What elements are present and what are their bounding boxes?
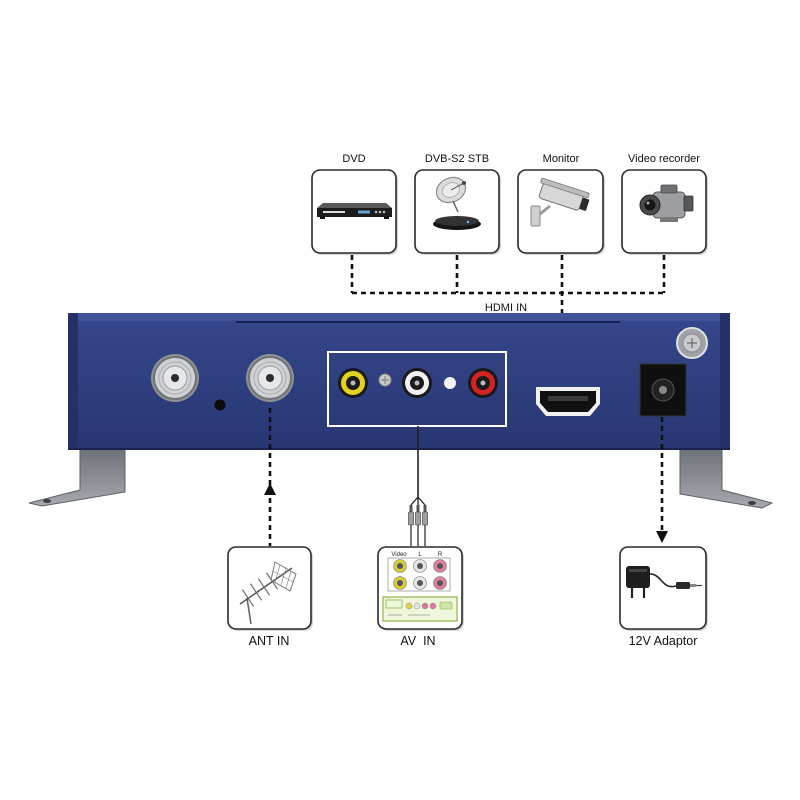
input-av-in: Video L R AV IN (377, 546, 464, 648)
av-jack-panel-icon: Video L R (382, 552, 458, 622)
av-cable (408, 426, 428, 546)
camcorder-icon (639, 184, 694, 222)
power-connection-line (656, 417, 668, 543)
input-label-av: AV IN (400, 634, 435, 648)
av-label-left: L (418, 552, 422, 558)
satellite-receiver-icon (433, 176, 481, 230)
source-label-stb: DVB-S2 STB (425, 153, 489, 165)
input-label-ant: ANT IN (249, 634, 290, 648)
rca-plug-video (408, 505, 414, 546)
converter-device (68, 313, 730, 450)
rca-audio-left-jack (402, 368, 432, 398)
source-dvd: DVD (311, 153, 398, 255)
cctv-camera-icon (530, 177, 590, 227)
ground-screw-icon (676, 327, 708, 359)
ir-window (444, 377, 456, 389)
rca-plug-right (422, 505, 428, 546)
source-dvb-s2-stb: DVB-S2 STB (414, 153, 501, 255)
mounting-bracket-left (28, 447, 126, 507)
input-ant-in: ANT IN (227, 546, 313, 648)
power-adaptor-icon (626, 566, 702, 598)
ant-arrow-icon (264, 483, 276, 495)
ant-connection-line (264, 408, 276, 546)
input-label-adaptor: 12V Adaptor (629, 634, 698, 648)
antenna-icon (239, 561, 297, 625)
rca-video-jack (338, 368, 368, 398)
power-arrow-icon (656, 531, 668, 543)
dvd-player-icon (317, 203, 392, 219)
hdmi-in-label: HDMI IN (485, 302, 527, 314)
av-label-video: Video (391, 552, 407, 558)
source-monitor: Monitor (517, 153, 605, 255)
input-box-ant (227, 546, 312, 630)
rf-loop-out-port (151, 354, 199, 402)
mounting-bracket-right (679, 447, 774, 509)
source-label-video-recorder: Video recorder (628, 153, 700, 165)
indicator-hole (214, 399, 226, 411)
rca-audio-right-jack (468, 368, 498, 398)
dc-power-jack (639, 363, 687, 417)
hdmi-in-port (536, 387, 600, 416)
av-input-group (327, 351, 507, 427)
source-label-monitor: Monitor (543, 153, 580, 165)
av-label-right: R (438, 552, 443, 558)
input-12v-adaptor: 12V Adaptor (619, 546, 708, 648)
source-video-recorder: Video recorder (621, 153, 708, 255)
screw-icon (378, 373, 392, 387)
ant-in-port (246, 354, 294, 402)
source-label-dvd: DVD (342, 153, 365, 165)
rca-plug-left (415, 505, 421, 546)
